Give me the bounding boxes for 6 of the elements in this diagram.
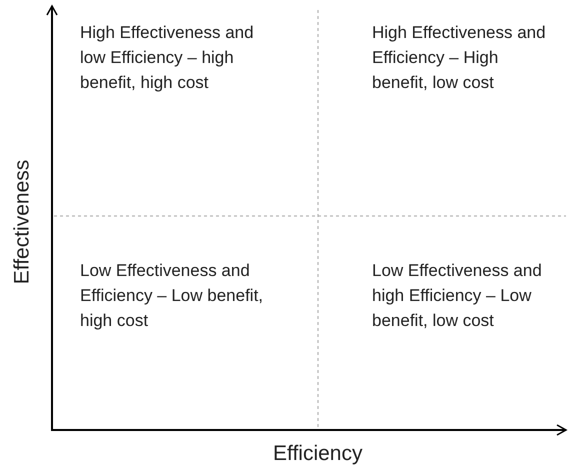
quadrant-text: Low Effectiveness and Efficiency – Low benefit, high cost — [80, 260, 264, 332]
y-axis-title: Effectiveness — [10, 160, 34, 284]
quadrant-text: Low Effectiveness and high Efficiency – Low benefit, low cost — [372, 260, 543, 332]
quadrant-text: High Effectiveness and low Efficiency – high benefit, high cost — [80, 22, 255, 94]
quadrant-text: High Effectiveness and Efficiency – High benefit, low cost — [372, 22, 547, 94]
x-axis-title: Efficiency — [273, 442, 362, 466]
